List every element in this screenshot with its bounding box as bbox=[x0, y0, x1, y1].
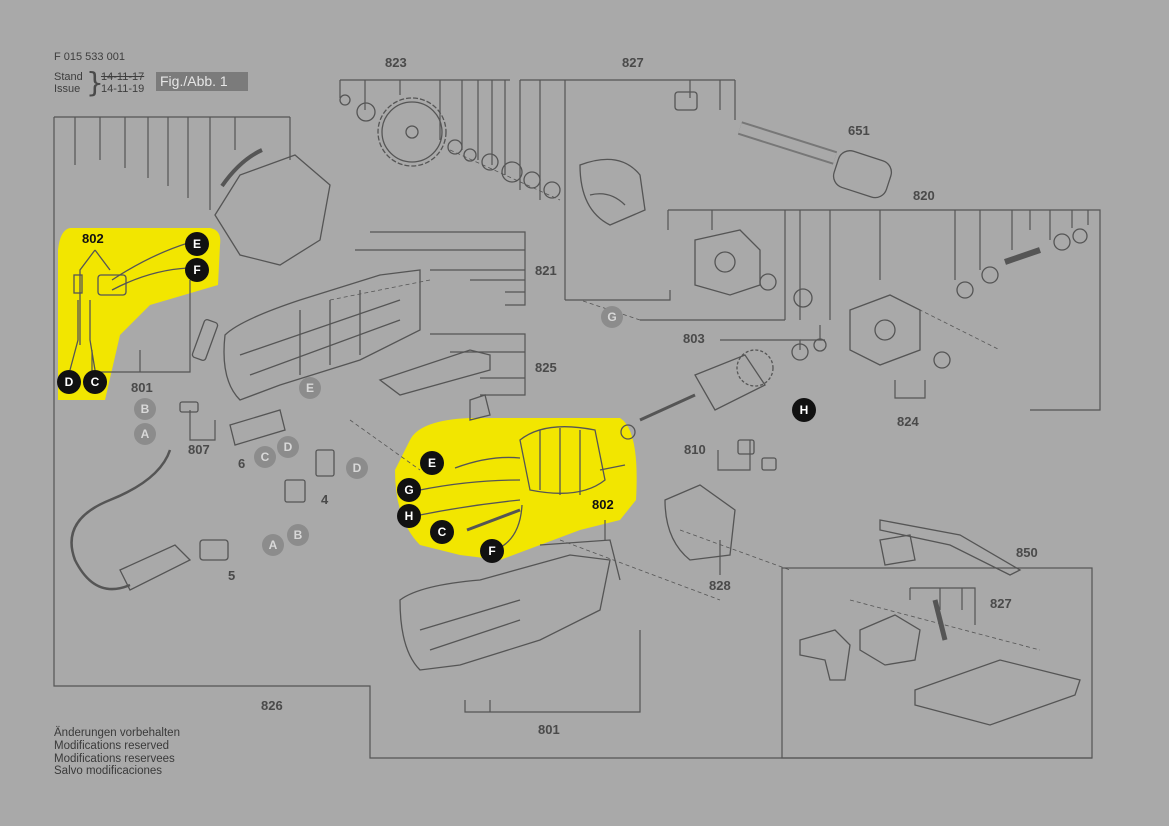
box-850 bbox=[781, 567, 1093, 759]
connector-a-grey-2: A bbox=[262, 534, 284, 556]
connector-h-mid: H bbox=[397, 504, 421, 528]
connector-e-top: E bbox=[185, 232, 209, 256]
brace-icon: } bbox=[86, 66, 104, 99]
frame-826 bbox=[53, 117, 1092, 759]
bracket-801-left bbox=[91, 280, 191, 373]
issue-label: Issue bbox=[54, 83, 81, 95]
armature bbox=[694, 354, 766, 411]
part-821: 821 bbox=[535, 263, 557, 278]
power-cord bbox=[70, 449, 172, 591]
connector-d-left: D bbox=[57, 370, 81, 394]
base-plate bbox=[914, 659, 1081, 726]
connector-d-grey-2: D bbox=[346, 457, 368, 479]
stand-label: Stand bbox=[54, 71, 83, 83]
highlight-left-802 bbox=[58, 228, 221, 400]
part-803: 803 bbox=[683, 331, 705, 346]
connector-d-grey: D bbox=[277, 436, 299, 458]
switch bbox=[315, 449, 335, 477]
connector-c-left: C bbox=[83, 370, 107, 394]
connector-g-mid: G bbox=[397, 478, 421, 502]
part-820: 820 bbox=[913, 188, 935, 203]
part-5: 5 bbox=[228, 568, 236, 583]
part-6: 6 bbox=[238, 456, 246, 471]
part-825: 825 bbox=[535, 360, 557, 375]
part-801-left: 801 bbox=[131, 380, 153, 395]
lower-housing bbox=[399, 554, 611, 671]
part-810: 810 bbox=[684, 442, 706, 457]
part-828: 828 bbox=[709, 578, 731, 593]
part-802-left: 802 bbox=[82, 231, 104, 246]
connector-c-grey: C bbox=[254, 446, 276, 468]
bracket-820 bbox=[668, 209, 1101, 411]
part-4: 4 bbox=[321, 492, 329, 507]
blade-guard bbox=[579, 158, 646, 226]
bracket-801-bottom bbox=[464, 630, 641, 713]
footer-line-fr: Modifications reservees bbox=[54, 752, 175, 765]
part-802-center: 802 bbox=[592, 497, 614, 512]
bracket-825 bbox=[430, 333, 526, 396]
connector-e-grey: E bbox=[299, 377, 321, 399]
connector-b-grey: B bbox=[134, 398, 156, 420]
highlight-center-802 bbox=[395, 418, 637, 560]
footer-line-en: Modifications reserved bbox=[54, 739, 170, 752]
footer-line-es: Salvo modificaciones bbox=[54, 765, 163, 778]
part-827-top: 827 bbox=[622, 55, 644, 70]
part-801-bottom: 801 bbox=[538, 722, 560, 737]
modifications-note: Änderungen vorbehalten Modifications res… bbox=[54, 727, 180, 778]
connector-f-top: F bbox=[185, 258, 209, 282]
motor-housing bbox=[223, 269, 421, 401]
bearing-housing bbox=[849, 294, 921, 366]
part-850: 850 bbox=[1016, 545, 1038, 560]
old-date: 14-11-17 bbox=[101, 71, 145, 83]
part-824: 824 bbox=[897, 414, 919, 429]
connector-c-mid: C bbox=[430, 520, 454, 544]
connector-e-mid: E bbox=[420, 451, 444, 475]
part-823: 823 bbox=[385, 55, 407, 70]
bracket-821 bbox=[370, 231, 526, 306]
part-826: 826 bbox=[261, 698, 283, 713]
bracket-803 bbox=[720, 339, 801, 350]
left-housing bbox=[214, 154, 331, 266]
connector-f-mid: F bbox=[480, 539, 504, 563]
connector-a-grey: A bbox=[134, 423, 156, 445]
saw-blade bbox=[377, 97, 447, 167]
figure-label: Fig./Abb. 1 bbox=[156, 72, 248, 91]
part-827-bottom: 827 bbox=[990, 596, 1012, 611]
connector-b-grey-2: B bbox=[287, 524, 309, 546]
connector-g-grey: G bbox=[601, 306, 623, 328]
part-651: 651 bbox=[848, 123, 870, 138]
part-828-cover bbox=[664, 484, 736, 561]
connector-h-right: H bbox=[792, 398, 816, 422]
gear-housing bbox=[694, 229, 761, 296]
issue-date: 14-11-19 bbox=[101, 83, 145, 95]
footer-line-de: Änderungen vorbehalten bbox=[54, 727, 180, 739]
part-807: 807 bbox=[188, 442, 210, 457]
document-number: F 015 533 001 bbox=[54, 51, 125, 63]
